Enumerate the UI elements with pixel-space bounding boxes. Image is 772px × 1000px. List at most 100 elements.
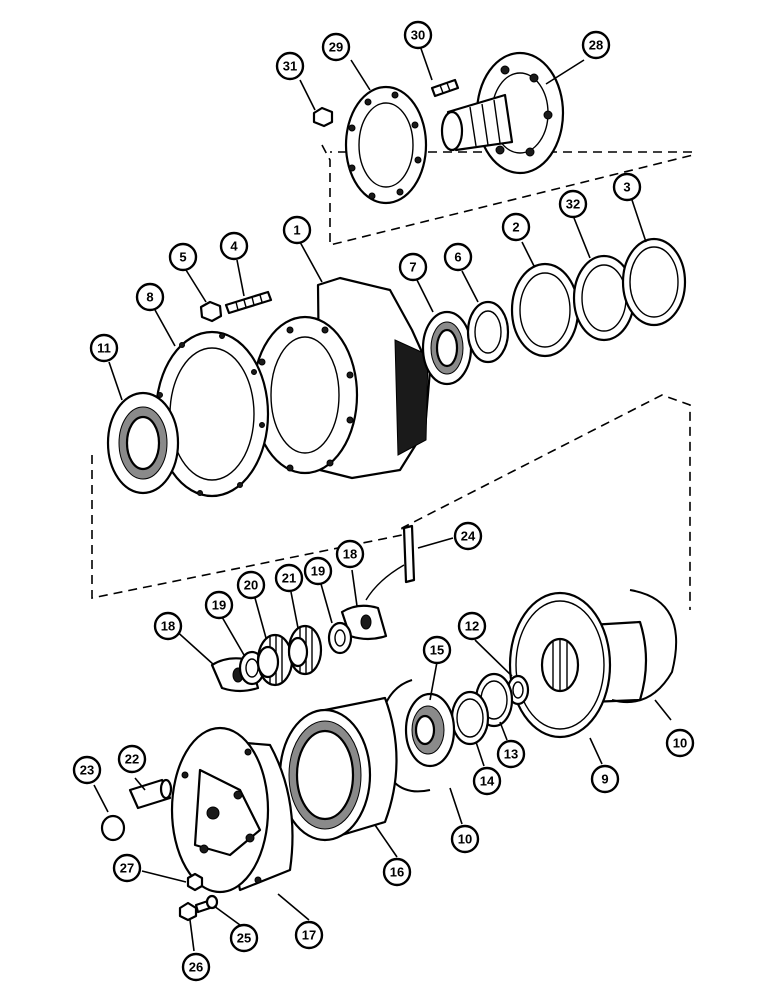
svg-text:23: 23 — [80, 763, 94, 778]
svg-text:6: 6 — [454, 250, 461, 265]
planet-gear-20-part — [256, 633, 294, 687]
svg-text:11: 11 — [97, 341, 111, 356]
planet-carrier-17-part — [170, 726, 294, 894]
nut-5-part — [199, 300, 223, 323]
ring-gear-9-part — [508, 591, 648, 739]
pin-30-part — [430, 78, 460, 98]
ring-2-part — [510, 262, 580, 358]
callout-5: 5 — [168, 242, 198, 272]
callout-17: 17 — [294, 920, 324, 950]
ring-12-part — [506, 674, 530, 706]
hub-flange-part — [440, 51, 565, 175]
svg-text:17: 17 — [302, 928, 316, 943]
callout-9: 9 — [590, 764, 620, 794]
callout-10-left: 10 — [450, 824, 480, 854]
svg-text:24: 24 — [461, 529, 476, 544]
callout-6: 6 — [443, 242, 473, 272]
stud-4-part — [224, 290, 273, 315]
bearing-11-part — [106, 391, 180, 495]
svg-text:19: 19 — [311, 564, 325, 579]
svg-text:29: 29 — [329, 40, 343, 55]
callout-10-right: 10 — [665, 728, 695, 758]
callout-28: 28 — [581, 30, 611, 60]
callout-26: 26 — [181, 952, 211, 982]
assembly-outline-lower — [91, 394, 691, 610]
nut-31-part — [312, 106, 334, 128]
ring-gear-16-part — [278, 696, 398, 842]
washer-25-part — [205, 894, 219, 910]
flange-gasket-part — [344, 85, 428, 205]
ring-14-part — [450, 690, 490, 746]
seal-6-part — [466, 300, 510, 364]
callout-21: 21 — [274, 563, 304, 593]
callout-19-left: 19 — [204, 590, 234, 620]
washer-tab-line — [365, 564, 405, 601]
callout-16: 16 — [382, 857, 412, 887]
svg-text:12: 12 — [465, 619, 479, 634]
svg-text:21: 21 — [282, 571, 296, 586]
callout-3: 3 — [612, 172, 642, 202]
svg-text:8: 8 — [146, 290, 153, 305]
planet-gear-21-part — [287, 624, 323, 676]
callout-14: 14 — [472, 766, 502, 796]
svg-text:10: 10 — [458, 832, 472, 847]
svg-text:19: 19 — [212, 598, 226, 613]
callout-8: 8 — [135, 282, 165, 312]
callout-2: 2 — [501, 212, 531, 242]
svg-text:10: 10 — [673, 736, 687, 751]
svg-text:26: 26 — [189, 960, 203, 975]
bolt-27-part — [186, 872, 204, 892]
callout-15: 15 — [422, 635, 452, 665]
shaft-22-part — [128, 778, 173, 810]
assembly-outline-upper — [321, 144, 694, 247]
svg-text:18: 18 — [161, 619, 175, 634]
callout-22: 22 — [117, 744, 147, 774]
svg-text:28: 28 — [589, 38, 603, 53]
svg-text:32: 32 — [566, 197, 580, 212]
svg-text:5: 5 — [179, 250, 186, 265]
callout-32: 32 — [558, 189, 588, 219]
svg-text:3: 3 — [623, 180, 630, 195]
lock-nut-15-part — [404, 692, 456, 768]
callout-27: 27 — [112, 853, 142, 883]
svg-text:15: 15 — [430, 643, 444, 658]
callout-20: 20 — [236, 570, 266, 600]
svg-text:13: 13 — [504, 747, 518, 762]
callout-24: 24 — [453, 521, 483, 551]
svg-text:16: 16 — [390, 865, 404, 880]
svg-text:7: 7 — [409, 260, 416, 275]
callout-13: 13 — [496, 739, 526, 769]
svg-text:2: 2 — [512, 220, 519, 235]
svg-text:20: 20 — [244, 578, 258, 593]
svg-text:9: 9 — [601, 772, 608, 787]
svg-text:25: 25 — [237, 931, 251, 946]
svg-text:31: 31 — [283, 59, 297, 74]
callout-31: 31 — [275, 51, 305, 81]
spacer-19b-part — [327, 621, 353, 655]
callout-23: 23 — [72, 755, 102, 785]
pin-24-part — [402, 524, 416, 584]
callout-18-left: 18 — [153, 611, 183, 641]
housing-part — [251, 276, 432, 480]
svg-text:30: 30 — [411, 28, 425, 43]
svg-text:27: 27 — [120, 861, 134, 876]
svg-text:14: 14 — [480, 774, 495, 789]
snap-ring-10-right-part — [611, 589, 678, 704]
callout-30: 30 — [403, 20, 433, 50]
callout-18-right: 18 — [335, 539, 365, 569]
callout-1: 1 — [282, 215, 312, 245]
bearing-7-part — [421, 310, 473, 386]
callout-12: 12 — [457, 611, 487, 641]
svg-text:4: 4 — [230, 239, 238, 254]
callout-11: 11 — [89, 333, 119, 363]
ring-3-part — [621, 237, 687, 327]
callout-4: 4 — [219, 231, 249, 261]
callout-7: 7 — [398, 252, 428, 282]
leader-lines — [93, 39, 672, 952]
svg-text:1: 1 — [293, 223, 300, 238]
callout-25: 25 — [229, 923, 259, 953]
svg-text:18: 18 — [343, 547, 357, 562]
svg-text:22: 22 — [125, 752, 139, 767]
